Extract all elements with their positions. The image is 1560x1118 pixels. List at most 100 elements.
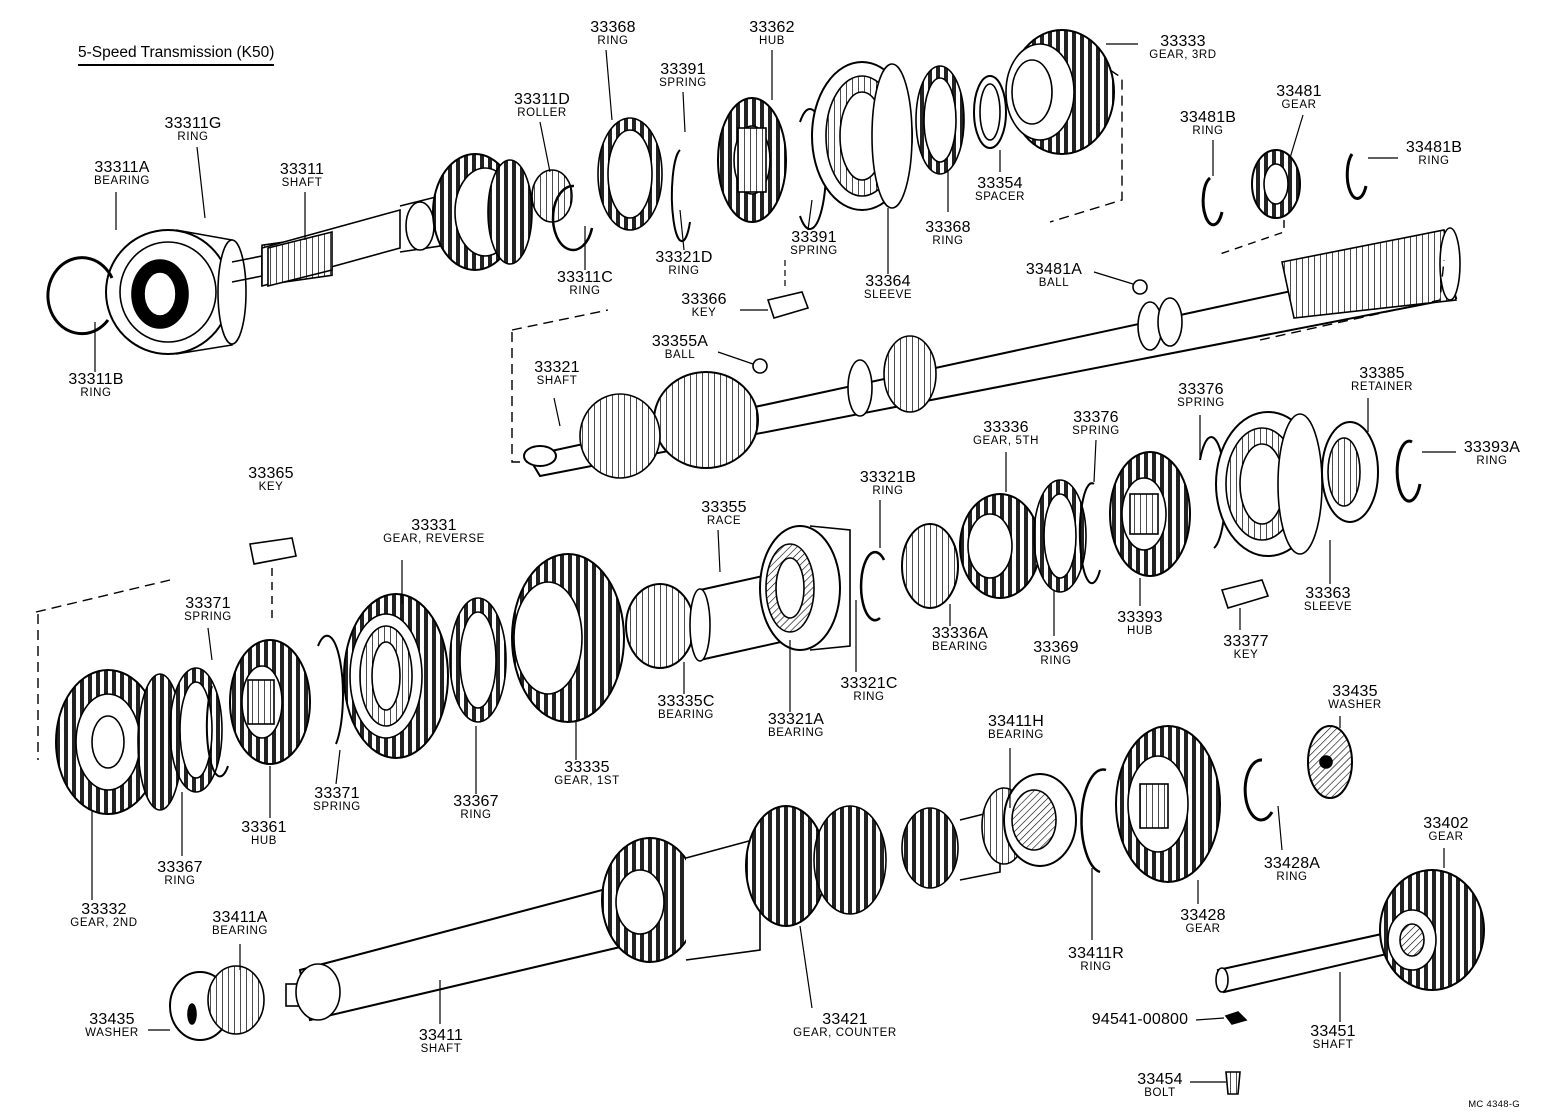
part-number: 33385 <box>1359 365 1405 382</box>
part-description: SHAFT <box>1312 1039 1354 1051</box>
part-number: 33368 <box>590 19 636 36</box>
part-number: 33321 <box>534 359 580 376</box>
part-number: 33355A <box>651 333 709 350</box>
part-description: KEY <box>1233 649 1259 661</box>
part-description: RING <box>460 809 492 821</box>
part-description: RING <box>597 35 629 47</box>
part-label-94541: 94541-00800 <box>1092 1012 1189 1028</box>
part-number: 33393A <box>1463 439 1521 456</box>
part-number: 33367 <box>453 793 499 810</box>
input-shaft-group <box>46 29 1123 355</box>
part-number: 33335C <box>657 693 715 710</box>
part-description: SLEEVE <box>863 289 913 301</box>
part-number: 33361 <box>241 819 287 836</box>
part-number: 33355 <box>701 499 747 516</box>
leader-lines <box>91 43 1456 1083</box>
part-description: GEAR <box>1281 99 1317 111</box>
part-number: 33369 <box>1033 639 1079 656</box>
part-number: 33336A <box>931 625 989 642</box>
part-number: 33331 <box>411 517 457 534</box>
part-description: BEARING <box>658 709 714 721</box>
part-description: ROLLER <box>517 107 567 119</box>
part-number: 33435 <box>89 1011 135 1028</box>
part-number: 33411A <box>212 909 268 926</box>
part-description: SPRING <box>313 801 361 813</box>
part-number: 33321A <box>767 711 825 728</box>
part-number: 33411 <box>418 1027 464 1044</box>
part-number: 33332 <box>81 901 127 918</box>
part-description: RING <box>1080 961 1112 973</box>
part-number: 33391 <box>660 61 706 78</box>
part-description: RING <box>668 265 700 277</box>
part-description: RING <box>177 131 209 143</box>
part-description: SPRING <box>1177 397 1225 409</box>
part-number: 33454 <box>1137 1071 1183 1088</box>
part-number: 33428A <box>1263 855 1321 872</box>
part-number: 33411R <box>1067 945 1125 962</box>
part-description: RING <box>872 485 904 497</box>
part-description: HUB <box>758 35 786 47</box>
part-number: 33376 <box>1073 409 1119 426</box>
part-number: 33321B <box>859 469 917 486</box>
part-number: 33377 <box>1223 633 1269 650</box>
part-description: HUB <box>1126 625 1154 637</box>
part-number: 33371 <box>314 785 360 802</box>
part-description: KEY <box>691 307 717 319</box>
part-number: 33333 <box>1160 33 1206 50</box>
part-description: SLEEVE <box>1303 601 1353 613</box>
part-description: GEAR, COUNTER <box>793 1027 897 1039</box>
part-description: RING <box>569 285 601 297</box>
part-number: 33311D <box>513 91 571 108</box>
part-description: RACE <box>706 515 742 527</box>
part-description: SPRING <box>790 245 838 257</box>
part-description: GEAR, 3RD <box>1149 49 1217 61</box>
part-number: 33321D <box>655 249 713 266</box>
part-number: 33481B <box>1179 109 1237 126</box>
part-number: 33336 <box>983 419 1029 436</box>
part-number: 33481B <box>1405 139 1463 156</box>
part-number: 33366 <box>681 291 727 308</box>
part-description: SPRING <box>184 611 232 623</box>
part-description: SHAFT <box>536 375 578 387</box>
part-description: RING <box>1418 155 1450 167</box>
part-description: BEARING <box>94 175 150 187</box>
part-description: SPRING <box>1072 425 1120 437</box>
part-number: 33481A <box>1025 261 1083 278</box>
part-number: 33335 <box>564 759 610 776</box>
part-number: 33362 <box>749 19 795 36</box>
part-description: BEARING <box>768 727 824 739</box>
part-description: SHAFT <box>420 1043 462 1055</box>
part-number: 33435 <box>1332 683 1378 700</box>
part-description: KEY <box>258 481 284 493</box>
part-description: RING <box>80 387 112 399</box>
output-shaft-group <box>511 227 1461 479</box>
part-description: RING <box>1040 655 1072 667</box>
part-number: 33365 <box>248 465 294 482</box>
part-number: 33367 <box>157 859 203 876</box>
